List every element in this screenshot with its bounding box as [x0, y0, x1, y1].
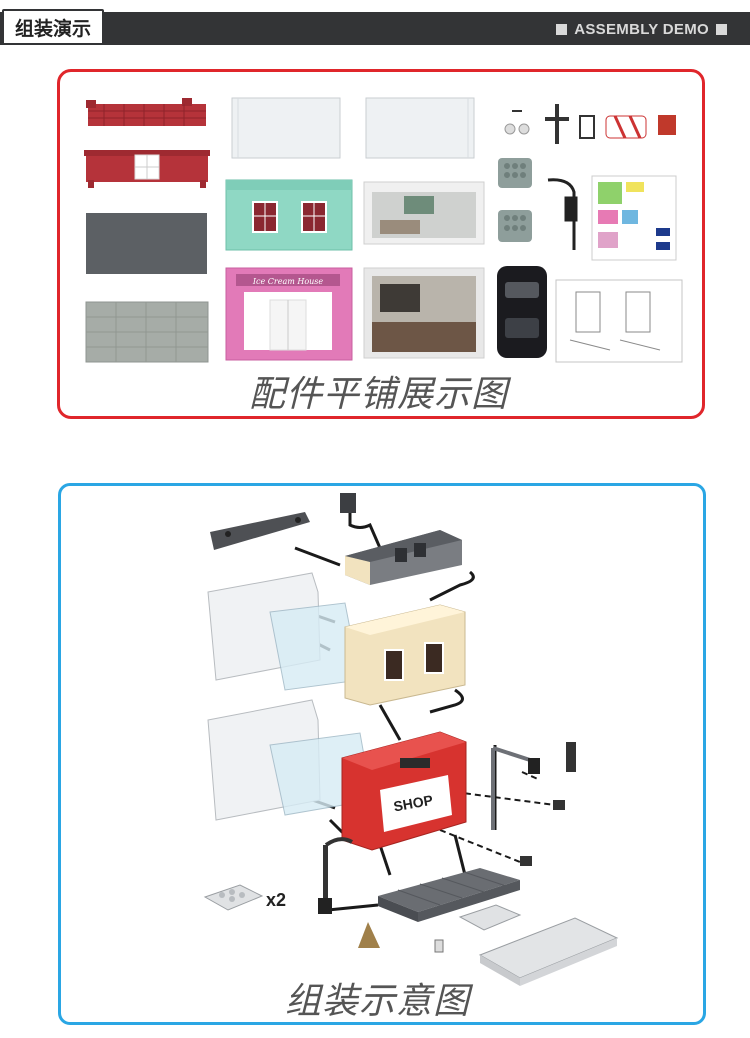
stud-plate-part	[498, 210, 532, 242]
interior-upper-part	[363, 181, 485, 245]
small-hardware-parts	[504, 104, 676, 144]
interior-lower-part	[363, 267, 485, 359]
street-lamp-piece	[318, 837, 354, 914]
roof-slab-part	[86, 213, 207, 274]
red-shop-piece: SHOP	[341, 731, 467, 851]
stud-plate-part	[498, 158, 532, 188]
parts-caption: 配件平铺展示图	[249, 374, 509, 415]
quantity-label: x2	[266, 890, 286, 910]
small-block-piece	[340, 493, 356, 513]
assembly-caption: 组装示意图	[285, 981, 471, 1022]
roof-section-piece	[345, 530, 462, 585]
ice-cream-sign: Ice Cream House	[252, 277, 324, 286]
assembly-panel	[58, 483, 706, 1025]
instruction-sheet-part	[555, 279, 683, 363]
brick-cornice-part	[86, 98, 206, 126]
shop-sign-text: SHOP	[392, 792, 434, 815]
street-lamp-piece	[491, 742, 576, 830]
side-panel-piece	[207, 572, 361, 691]
header-title: 组装演示	[2, 9, 104, 45]
small-hardware-piece	[434, 800, 565, 953]
header-bar	[0, 12, 750, 45]
brick-wall-part	[84, 150, 210, 188]
header-subtitle-group: ASSEMBLY DEMO	[549, 18, 734, 40]
clear-panel-part	[365, 97, 475, 159]
toy-car-part	[497, 266, 547, 358]
header-subtitle: ASSEMBLY DEMO	[574, 20, 709, 38]
sticker-sheet-part	[591, 175, 677, 261]
square-icon	[556, 23, 568, 35]
stud-plate-piece	[458, 904, 522, 931]
dashed-guides	[439, 771, 556, 863]
street-lamp-part	[547, 178, 578, 250]
dark-cornice-piece	[210, 512, 310, 550]
sandwich-board-piece	[358, 922, 380, 948]
white-slab-piece	[478, 917, 619, 986]
base-grid-piece	[378, 868, 520, 922]
base-plate-part	[85, 301, 209, 363]
stud-plate-piece	[203, 884, 264, 911]
pink-facade-part: Ice Cream House	[225, 267, 353, 361]
clear-panel-part	[231, 97, 341, 159]
mint-facade-part	[225, 179, 353, 251]
cream-floor-piece	[344, 604, 466, 706]
square-icon	[716, 23, 727, 35]
